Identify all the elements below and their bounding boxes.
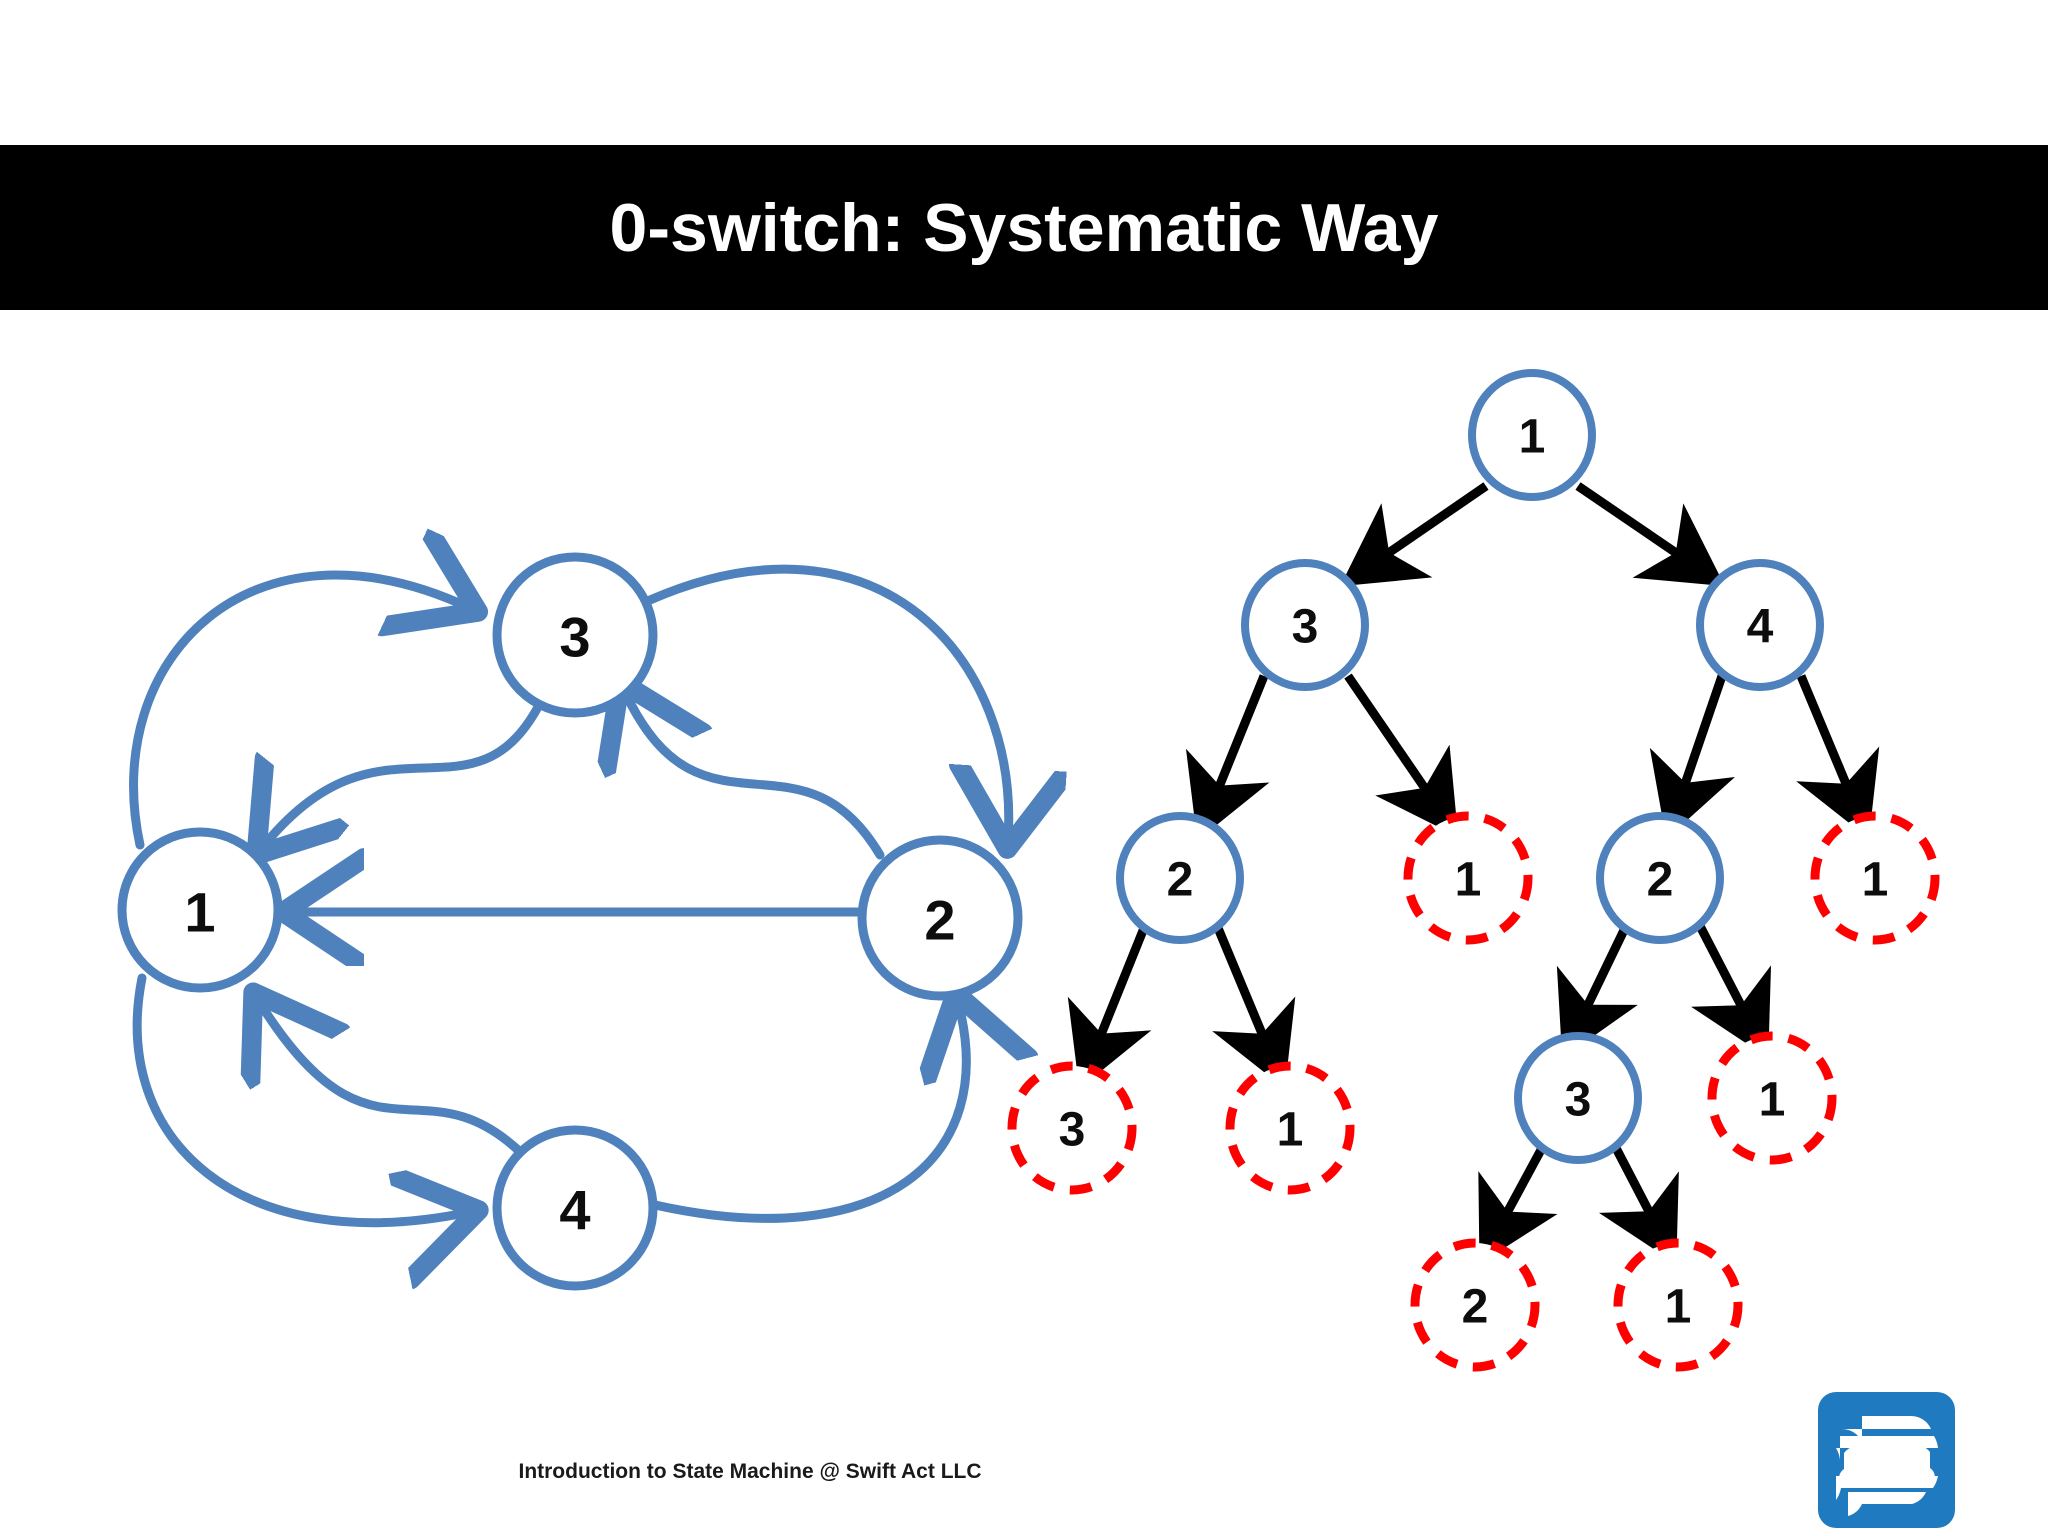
page-title: 0-switch: Systematic Way xyxy=(609,189,1439,266)
tree-edge-t0-t2 xyxy=(1575,482,1725,587)
tree-nodes: 1 3 4 2 1 2 xyxy=(1007,369,1940,1372)
tree-edge-t2-t5 xyxy=(1649,674,1735,840)
tree-leaf-label: 1 xyxy=(1759,1074,1786,1127)
tree-edges xyxy=(1067,482,1880,1264)
tree-leaf-l3-b[interactable]: 1 xyxy=(1225,1061,1355,1195)
tree-node-l1-left[interactable]: 3 xyxy=(1241,559,1369,691)
tree-leaf-label: 1 xyxy=(1277,1104,1304,1157)
state-graph-edges xyxy=(129,564,1009,1223)
edge-4-to-1 xyxy=(258,1000,523,1155)
tree-node-label: 2 xyxy=(1647,854,1674,907)
footer-attribution: Introduction to State Machine @ Swift Ac… xyxy=(518,1460,982,1483)
tree-leaf-label: 2 xyxy=(1462,1281,1489,1334)
tree-leaf-l2-b[interactable]: 1 xyxy=(1403,811,1533,945)
state-node-label: 4 xyxy=(559,1179,590,1242)
tree-node-label: 2 xyxy=(1167,854,1194,907)
tree-edge-t9-t11 xyxy=(1478,1145,1558,1264)
tree-node-label: 3 xyxy=(1565,1074,1592,1127)
tree-node-l3-c[interactable]: 3 xyxy=(1514,1032,1642,1164)
state-node-label: 3 xyxy=(559,606,590,669)
tree-edge-t1-t4 xyxy=(1344,673,1459,837)
tree-edge-t0-t1 xyxy=(1340,482,1489,587)
tree-edge-t2-t6 xyxy=(1796,674,1880,839)
edge-2-to-3 xyxy=(624,690,885,860)
state-node-2[interactable]: 2 xyxy=(857,835,1023,1001)
state-node-4[interactable]: 4 xyxy=(492,1125,658,1291)
swift-act-logo-icon xyxy=(1836,1416,1938,1516)
state-graph-nodes: 1 3 2 4 xyxy=(117,552,1023,1291)
tree-leaf-l4-b[interactable]: 1 xyxy=(1613,1238,1743,1372)
edge-3-to-2 xyxy=(645,564,1009,840)
state-node-3[interactable]: 3 xyxy=(492,552,658,718)
edge-3-to-1 xyxy=(262,702,543,848)
title-banner: 0-switch: Systematic Way xyxy=(0,145,2048,310)
state-node-label: 1 xyxy=(184,881,215,944)
tree-leaf-label: 1 xyxy=(1455,854,1482,907)
edge-1-to-3 xyxy=(129,575,470,850)
edge-1-to-4 xyxy=(132,973,470,1223)
tree-edge-t3-t7 xyxy=(1067,926,1152,1089)
state-node-1[interactable]: 1 xyxy=(117,827,283,993)
tree-node-label: 4 xyxy=(1747,601,1774,654)
tree-leaf-label: 1 xyxy=(1665,1281,1692,1334)
tree-edge-t5-t10 xyxy=(1691,923,1772,1058)
tree-node-l1-right[interactable]: 4 xyxy=(1696,559,1824,691)
tree-leaf-l4-a[interactable]: 2 xyxy=(1410,1238,1540,1372)
tree-edge-t1-t3 xyxy=(1185,674,1270,841)
tree-node-l2-a[interactable]: 2 xyxy=(1116,812,1244,944)
tree-leaf-label: 1 xyxy=(1862,854,1889,907)
tree-leaf-l3-a[interactable]: 3 xyxy=(1007,1061,1137,1195)
tree-leaf-label: 3 xyxy=(1059,1104,1086,1157)
tree-node-label: 3 xyxy=(1292,601,1319,654)
tree-edge-t9-t12 xyxy=(1599,1145,1679,1264)
tree-leaf-l3-d[interactable]: 1 xyxy=(1707,1031,1837,1165)
tree-node-label: 1 xyxy=(1519,411,1546,464)
tree-edge-t5-t9 xyxy=(1556,924,1638,1059)
tree-node-root[interactable]: 1 xyxy=(1468,369,1596,501)
edge-4-to-2 xyxy=(650,1002,966,1223)
tree-leaf-l2-d[interactable]: 1 xyxy=(1810,811,1940,945)
tree-node-l2-c[interactable]: 2 xyxy=(1596,812,1724,944)
state-node-label: 2 xyxy=(924,889,955,952)
swift-act-logo xyxy=(1818,1392,1955,1528)
tree-edge-t3-t8 xyxy=(1212,926,1296,1089)
